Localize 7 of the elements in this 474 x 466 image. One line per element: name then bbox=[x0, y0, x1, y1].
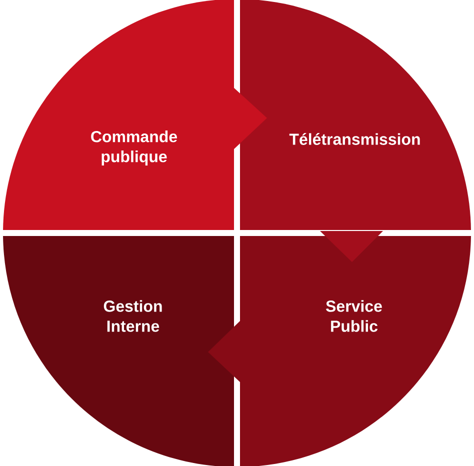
quadrant: Commande publique bbox=[3, 0, 234, 230]
chevron-arrow bbox=[208, 320, 241, 383]
quadrant: Gestion Interne bbox=[3, 236, 234, 466]
chevron-arrow bbox=[320, 231, 383, 262]
quadrant: Télétransmission bbox=[240, 0, 471, 230]
quadrant: Service Public bbox=[240, 236, 471, 466]
chevron-arrow bbox=[233, 87, 267, 150]
